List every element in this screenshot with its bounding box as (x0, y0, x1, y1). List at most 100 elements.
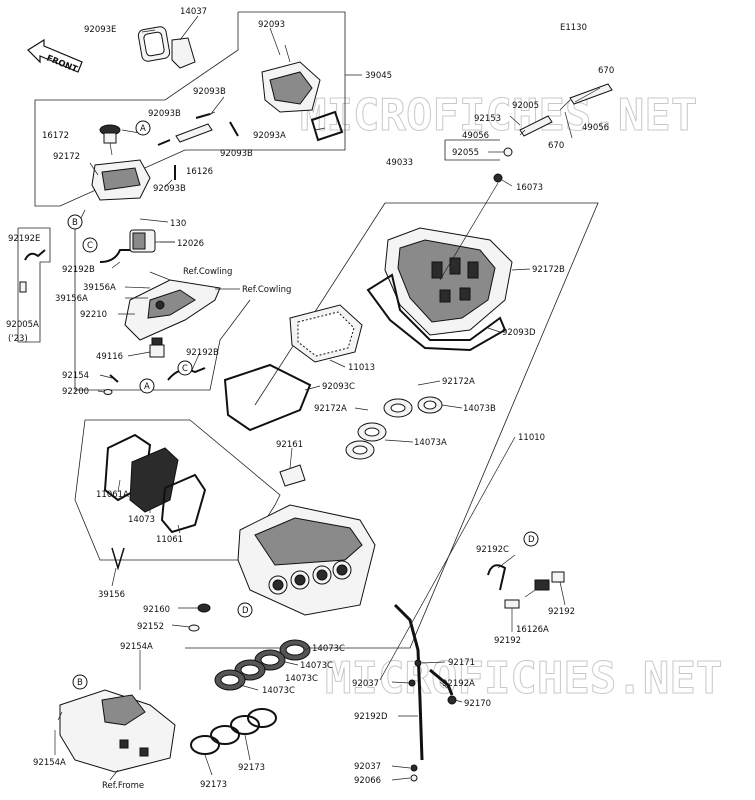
label-92152: 92152 (137, 622, 164, 632)
label-49056-b: 49056 (462, 131, 489, 141)
label-16126A: 16126A (516, 625, 549, 635)
label-92173-a: 92173 (200, 780, 227, 790)
label-49056-a: 49056 (582, 123, 609, 133)
label-92170: 92170 (464, 699, 491, 709)
part-92154-bolt (109, 374, 119, 383)
svg-text:A: A (144, 382, 150, 392)
label-ref-frame: Ref.Frome (102, 781, 144, 791)
callout-d-right: D (523, 531, 539, 547)
label-92093B-b: 92093B (148, 109, 181, 119)
label-11010: 11010 (518, 433, 545, 443)
part-92192B-hose (99, 249, 130, 263)
svg-text:B: B (77, 678, 83, 688)
label-ref-cowling-b: Ref.Cowling (242, 285, 291, 295)
label-92153: 92153 (474, 114, 501, 124)
callout-c-right: C (177, 360, 193, 376)
label-92005: 92005 (512, 101, 539, 111)
label-49033: 49033 (386, 158, 413, 168)
label-14037: 14037 (180, 7, 207, 17)
label-92171: 92171 (448, 658, 475, 668)
label-92093B-c: 92093B (220, 149, 253, 159)
label-14073A: 14073A (414, 438, 447, 448)
svg-text:C: C (87, 241, 93, 251)
part-12026 (129, 229, 175, 253)
label-92192: 92192 (548, 607, 575, 617)
label-14073B: 14073B (463, 404, 496, 414)
part-airbox-case (237, 504, 376, 616)
label-92093D: 92093D (502, 328, 536, 338)
part-49116 (149, 337, 165, 358)
group-outline-b (17, 227, 51, 343)
label-92093C: 92093C (322, 382, 355, 392)
label-14073C-b: 14073C (300, 661, 333, 671)
svg-text:B: B (72, 218, 78, 228)
part-92152 (188, 624, 200, 632)
label-12026: 12026 (177, 239, 204, 249)
watermark-top: MICROFICHES.NET (300, 90, 697, 141)
label-92192A: 92192A (442, 679, 475, 689)
part-92093D (366, 273, 507, 352)
label-92192D: 92192D (354, 712, 388, 722)
part-valve-housing-inner (101, 167, 141, 191)
part-14073B (383, 396, 443, 418)
part-92200-washer (103, 389, 113, 395)
label-39156: 39156 (98, 590, 125, 600)
label-92093B-a: 92093B (193, 87, 226, 97)
group-outline-upper (34, 12, 346, 207)
label-16172: 16172 (42, 131, 69, 141)
label-130: 130 (170, 219, 186, 229)
label-16073: 16073 (516, 183, 543, 193)
outline-left-diag (254, 202, 386, 406)
group-outline-top (238, 11, 362, 76)
bracket-49033 (444, 140, 500, 161)
part-11010-cover (384, 227, 513, 336)
svg-text:D: D (242, 606, 249, 616)
label-92005A: 92005A (6, 320, 39, 330)
callout-b-top: B (67, 214, 83, 230)
part-92192D-hose (393, 603, 457, 782)
label-92093E: 92093E (84, 25, 116, 35)
part-92093E (137, 26, 171, 62)
part-frame-B (59, 689, 176, 773)
part-92093-duct (261, 44, 321, 113)
svg-text:C: C (182, 364, 188, 374)
label-92154A-b: 92154A (33, 758, 66, 768)
part-14073C-rings (214, 639, 311, 691)
label-92037-b: 92037 (354, 762, 381, 772)
part-16126 (175, 123, 213, 143)
label-11013: 11013 (348, 363, 375, 373)
label-92172A-a: 92172A (442, 377, 475, 387)
label-92066: 92066 (354, 776, 381, 786)
label-39045: 39045 (365, 71, 392, 81)
label-92037-a: 92037 (352, 679, 379, 689)
part-92093A (310, 110, 344, 142)
callout-b-lower: B (72, 674, 88, 690)
label-11061: 11061 (156, 535, 183, 545)
part-11061 (160, 473, 207, 534)
part-11013-filter (289, 304, 363, 363)
label-92161: 92161 (276, 440, 303, 450)
label-92093A: 92093A (253, 131, 286, 141)
part-92093C (223, 363, 312, 432)
part-14037 (171, 37, 196, 69)
part-16172 (99, 124, 121, 156)
label-92173-b: 92173 (238, 763, 265, 773)
label-92192C: 92192C (476, 545, 509, 555)
label-92200: 92200 (62, 387, 89, 397)
label-92093B-d: 92093B (153, 184, 186, 194)
label-14073C-a: 14073C (312, 644, 345, 654)
label-92154: 92154 (62, 371, 89, 381)
label-11061A: 11061A (96, 490, 129, 500)
label-92005A-year: ('23) (8, 334, 28, 344)
label-92192-b: 92192 (494, 636, 521, 646)
label-ref-cowling-a: Ref.Cowling (183, 267, 232, 277)
label-14073C-c: 14073C (285, 674, 318, 684)
label-670-b: 670 (548, 141, 564, 151)
label-16126: 16126 (186, 167, 213, 177)
callout-a-top: A (135, 120, 151, 136)
label-92055: 92055 (452, 148, 479, 158)
label-92192B-a: 92192B (62, 265, 95, 275)
label-92154A-a: 92154A (120, 642, 153, 652)
